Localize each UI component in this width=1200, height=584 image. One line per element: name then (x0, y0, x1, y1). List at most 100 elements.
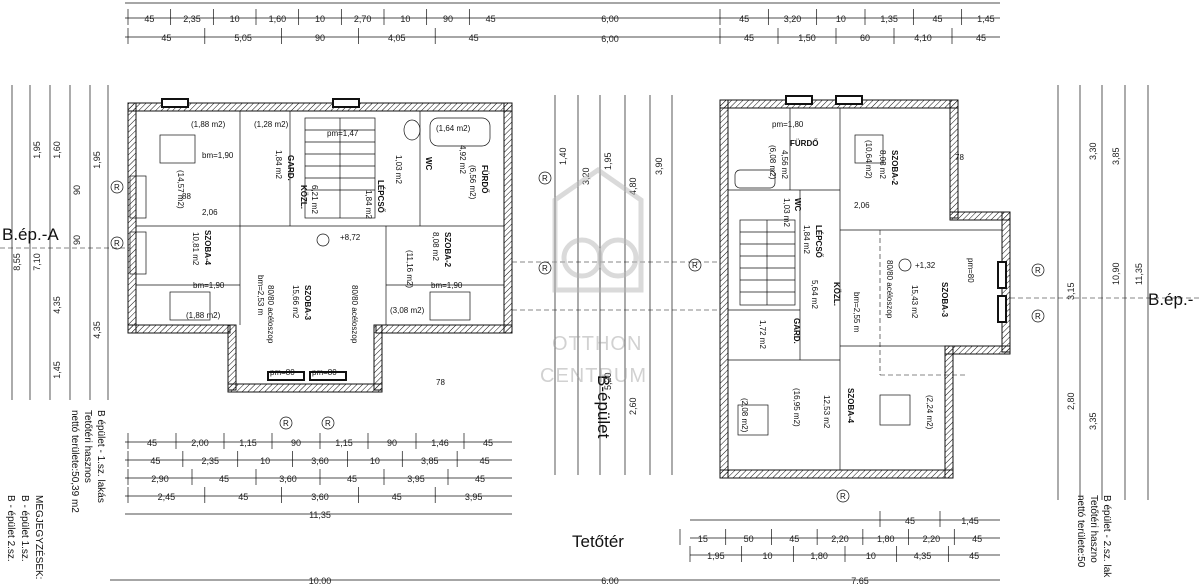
room-left-szoba2-gross: (11,16 m2) (405, 250, 414, 288)
vdim-left-h: 1,95 (92, 151, 102, 169)
right-vertical-dims (1057, 85, 1149, 500)
notes-left: B épület - 1.sz. lakás Tetőtéri hasznos … (69, 410, 106, 513)
room-right-gard-area: 1,72 m2 (758, 320, 767, 349)
room-right-furdo-gross: (6,08 m2) (768, 145, 777, 180)
room-left-szoba4: SZOBA-4 (203, 230, 212, 266)
top-dims-left-row1-3: 1,60 (269, 14, 287, 24)
room-right-gard: GARD. (792, 318, 801, 344)
label-left-pm: pm=1,47 (327, 129, 359, 138)
label-left-4: (1,88 m2) (186, 311, 221, 320)
label-left-3: (1,64 m2) (436, 124, 471, 133)
top-dims-left-row2-3: 4,05 (388, 33, 406, 43)
label-left-88: 88 (182, 192, 191, 201)
label-right-206: 2,06 (854, 201, 870, 210)
watermark: OTTHON CENTRUM (540, 166, 646, 387)
vdim-left-a: 7,10 (32, 253, 42, 271)
top-dims-left-row1-1: 2,35 (183, 14, 201, 24)
vdim-left-c: 1,45 (52, 361, 62, 379)
bottom-dims-left-row2-3: 3,60 (311, 456, 329, 466)
top-dimension-chains (125, 2, 1000, 38)
room-right-szoba3-area: 15,43 m2 (910, 285, 919, 319)
bottom-dims-left-row2-2: 10 (260, 456, 270, 466)
top-dims-left-row1-6: 10 (400, 14, 410, 24)
bottom-dims-left-row1-1: 2,00 (191, 438, 209, 448)
left-stairs (304, 117, 376, 219)
vdim-left-total: 8,55 (12, 253, 22, 271)
svg-text:R: R (1035, 266, 1041, 275)
left-unit (127, 98, 513, 393)
label-left-bm2: bm=1,90 (193, 281, 225, 290)
room-right-szoba2-gross: (10,64 m2) (864, 140, 873, 179)
bottom-dims-right-row2-4: 1,80 (877, 534, 895, 544)
room-right-furdo: FÜRDŐ (790, 139, 818, 148)
bottom-dims-right-row3-4: 4,35 (914, 551, 932, 561)
bottom-dims-right-row1-1: 1,45 (961, 516, 979, 526)
bottom-dims-left-row4-1: 45 (238, 492, 248, 502)
vdim-right-2: 3,85 (1111, 147, 1121, 165)
top-dims-right-row1-3: 1,35 (880, 14, 898, 24)
mid-vdim-7: 2,60 (628, 397, 638, 415)
label-right-bm255: bm=2,55 m (852, 292, 861, 333)
room-left-kozl-area: 6,21 m2 (310, 185, 319, 214)
note-corner-2: B - épület 1.sz. (19, 495, 30, 562)
top-dims-left-row2-4: 45 (469, 33, 479, 43)
top-dims-left-row2-1: 5,05 (234, 33, 252, 43)
svg-text:R: R (114, 239, 120, 248)
axis-label-right: B.ép.- (1148, 290, 1193, 309)
vdim-right-3: 10,90 (1111, 262, 1121, 285)
top-dims-left-row1-7: 90 (443, 14, 453, 24)
top-dims-right-row1-2: 10 (836, 14, 846, 24)
note-corner-3: B - épület 2.sz. (5, 495, 16, 562)
bottom-dims-right-row2-0: 15 (698, 534, 708, 544)
notes-corner: MEGJEGYZÉSEK: B - épület 1.sz. B - épüle… (5, 495, 46, 579)
top-dim-mid: 6,00 (601, 14, 619, 24)
label-left-206: 2,06 (202, 208, 218, 217)
bottom-dims-left-row3-0: 2,90 (151, 474, 169, 484)
top-dims-right-row2-2: 60 (860, 33, 870, 43)
bottom-dims-right-row2-1: 50 (744, 534, 754, 544)
vdim-left-e: 1,60 (52, 141, 62, 159)
room-left-kozl: KÖZL. (299, 185, 308, 209)
mid-vdim-1: 1,40 (558, 147, 568, 165)
bottom-total-left: 11,35 (309, 510, 331, 520)
bottom-dims-left-row1-0: 45 (147, 438, 157, 448)
vdim-left-b: 4,35 (52, 296, 62, 314)
room-right-szoba4-gross: (16,95 m2) (792, 388, 801, 427)
bottom-row-b: 6,00 (601, 576, 619, 584)
bottom-dims-left-row2-4: 10 (370, 456, 380, 466)
vdim-right-4: 11,35 (1134, 263, 1144, 285)
room-right-kozl: KÖZL. (832, 282, 841, 306)
watermark-line1: OTTHON (552, 333, 642, 355)
room-left-gard: GARD. (286, 155, 295, 181)
bottom-dims-left-row4-0: 2,45 (158, 492, 176, 502)
label-left-bm3: bm=1,90 (431, 281, 463, 290)
bottom-dims-left-row3-5: 45 (475, 474, 485, 484)
bottom-dims-left-row1-7: 45 (483, 438, 493, 448)
mid-vdim-4: 4,80 (628, 177, 638, 195)
bottom-dims-right-row3-3: 10 (866, 551, 876, 561)
right-unit (719, 95, 1011, 479)
vdim-right-5: 3,15 (1066, 282, 1076, 300)
top-dims-left-row1-2: 10 (230, 14, 240, 24)
note-right-3: nettó területe:50 (1075, 495, 1086, 568)
top-dims-right-row1-0: 45 (739, 14, 749, 24)
room-left-gard-area: 1,84 m2 (274, 150, 283, 179)
label-left-2: (1,28 m2) (254, 120, 289, 129)
top-dims-right-row1-5: 1,45 (977, 14, 995, 24)
bottom-dims-right-row2-2: 45 (789, 534, 799, 544)
label-left-pm80a: pm=80 (270, 368, 295, 377)
svg-text:R: R (692, 261, 698, 270)
bottom-dims-left-row1-2: 1,15 (239, 438, 257, 448)
label-right-level: +1,32 (915, 261, 936, 270)
vdim-right-6: 2,80 (1066, 392, 1076, 410)
vdim-right-7: 3,35 (1088, 412, 1098, 430)
svg-text:R: R (1035, 312, 1041, 321)
